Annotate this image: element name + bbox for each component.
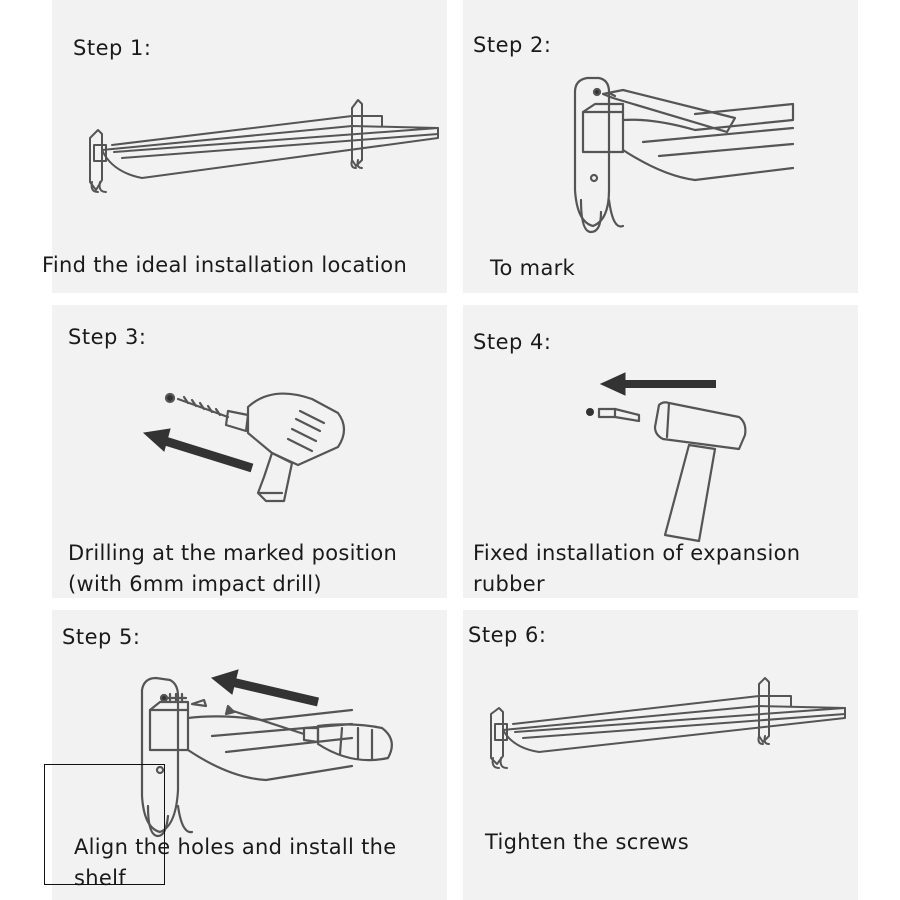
step-1-caption: Find the ideal installation location: [42, 253, 408, 277]
screwdriver-icon: [140, 669, 393, 838]
step-3-caption: Drilling at the marked position (with 6m…: [68, 541, 398, 596]
step-2-panel: Step 2: To mark: [463, 0, 858, 293]
step-3-label: Step 3:: [68, 325, 147, 349]
step-1-panel: Step 1: Find the ideal installation loca…: [42, 0, 447, 293]
step-5-caption: Align the holes and install the shelf: [74, 835, 397, 890]
step-4-panel: Step 4: Fixed installation of expansion …: [463, 305, 858, 598]
pencil-marking-icon: [573, 76, 795, 234]
hammer-icon: [586, 372, 747, 543]
step-5-panel: Step 5:: [52, 610, 447, 900]
impact-drill-icon: [142, 392, 346, 503]
step-1-label: Step 1:: [73, 36, 152, 60]
towel-rack-icon: [89, 99, 439, 193]
step-6-panel: Step 6: Tighten the screws: [463, 610, 858, 900]
installed-rack-icon: [490, 677, 846, 769]
step-6-label: Step 6:: [468, 623, 547, 647]
step-4-caption: Fixed installation of expansion rubber: [473, 541, 801, 596]
step-5-label: Step 5:: [62, 625, 141, 649]
step-2-label: Step 2:: [473, 33, 552, 57]
selection-box: [44, 764, 165, 885]
step-3-panel: Step 3: Drilling at the marked position …: [52, 305, 447, 598]
step-2-caption: To mark: [490, 256, 576, 280]
step-4-label: Step 4:: [473, 330, 552, 354]
step-6-caption: Tighten the screws: [485, 830, 690, 854]
